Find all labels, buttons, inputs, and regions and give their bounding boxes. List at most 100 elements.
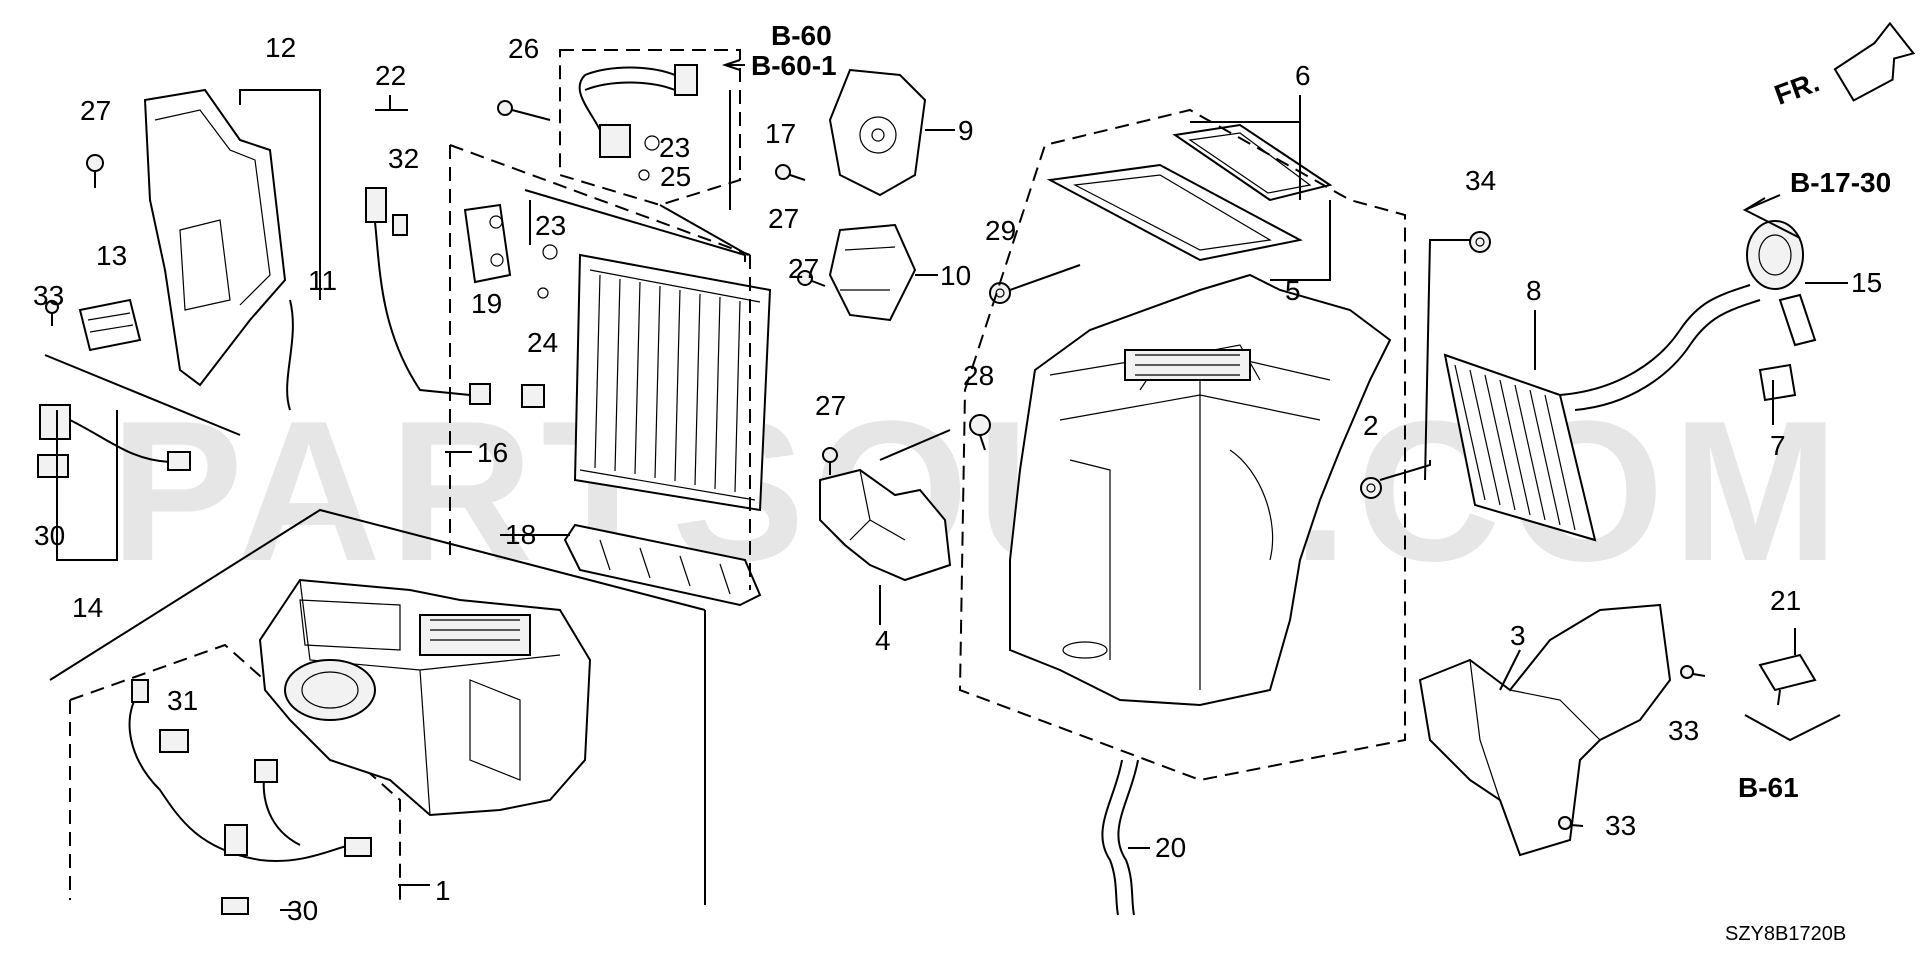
screw-27-b[interactable] xyxy=(775,164,806,181)
callout-29: 29 xyxy=(985,215,1016,246)
leader-14 xyxy=(56,410,118,561)
callout-27-b: 27 xyxy=(768,203,799,234)
callout-33-b: 33 xyxy=(1668,715,1699,746)
diagram-code: SZY8B1720B xyxy=(1725,923,1846,945)
o-ring-25[interactable] xyxy=(638,169,650,181)
callout-23-b: 23 xyxy=(659,132,690,163)
heater-dashed-box xyxy=(958,108,1406,782)
wiring-22[interactable] xyxy=(365,187,545,408)
connector-30-lower xyxy=(221,897,249,915)
connector-30-upper xyxy=(37,454,69,478)
callout-8: 8 xyxy=(1526,275,1542,306)
callout-2: 2 xyxy=(1363,410,1379,441)
clip-31 xyxy=(159,729,189,753)
expansion-valve-19[interactable] xyxy=(463,203,512,284)
callout-1: 1 xyxy=(435,875,451,906)
o-ring-23-b[interactable] xyxy=(644,135,660,151)
callout-19: 19 xyxy=(471,288,502,319)
bolt-33-c[interactable] xyxy=(1558,816,1584,830)
o-ring-24[interactable] xyxy=(537,287,549,299)
ref-b61: B-61 xyxy=(1738,772,1799,803)
callout-32: 32 xyxy=(388,143,419,174)
heater-core-8[interactable] xyxy=(1443,284,1761,542)
bolt-26[interactable] xyxy=(497,100,551,121)
seal-kit-6[interactable] xyxy=(1046,123,1333,262)
evaporator-16[interactable] xyxy=(573,253,772,512)
ref-b60-1: B-60-1 xyxy=(751,50,837,81)
pipe-assembly-17[interactable] xyxy=(578,64,698,158)
clip-32 xyxy=(392,214,408,236)
watermark: PARTSOUQ.COM xyxy=(110,380,1847,603)
callout-5: 5 xyxy=(1285,275,1301,306)
screw-27-d[interactable] xyxy=(822,447,838,475)
callout-3: 3 xyxy=(1510,620,1526,651)
callout-17: 17 xyxy=(765,118,796,149)
grommet-15[interactable] xyxy=(1746,220,1804,290)
callout-31: 31 xyxy=(167,685,198,716)
o-ring-23-a[interactable] xyxy=(542,244,558,260)
callout-6: 6 xyxy=(1295,60,1311,91)
arrow-b61 xyxy=(1744,714,1841,742)
pipe-dashed-box xyxy=(559,49,741,207)
air-mix-motor-10[interactable] xyxy=(828,223,917,322)
callout-9: 9 xyxy=(958,115,974,146)
callout-27-c: 27 xyxy=(788,253,819,284)
mode-motor-9[interactable] xyxy=(828,68,927,197)
leader-12 xyxy=(239,89,321,300)
bolt-33-b[interactable] xyxy=(1680,665,1706,679)
clamp-7[interactable] xyxy=(1758,293,1817,402)
grommet-29[interactable] xyxy=(989,282,1011,304)
callout-33-a: 33 xyxy=(33,280,64,311)
duct-3[interactable] xyxy=(1418,603,1672,857)
callout-11: 11 xyxy=(308,265,337,296)
sensor-21[interactable] xyxy=(1758,653,1817,706)
sensor-harness-14[interactable] xyxy=(37,404,191,478)
callout-27-d: 27 xyxy=(815,390,846,421)
callout-10: 10 xyxy=(940,260,971,291)
callout-4: 4 xyxy=(875,625,891,656)
callout-leaders xyxy=(280,95,1848,911)
duct-assembly-12[interactable] xyxy=(143,88,294,411)
callout-26: 26 xyxy=(508,33,539,64)
harness-dashed-box xyxy=(69,643,401,900)
filter-tray-18[interactable] xyxy=(563,523,762,607)
callout-20: 20 xyxy=(1155,832,1186,863)
blower-panel-outline xyxy=(49,508,706,681)
callout-33-c: 33 xyxy=(1605,810,1636,841)
evaporator-fins xyxy=(594,274,741,493)
callout-12: 12 xyxy=(265,32,296,63)
callout-24: 24 xyxy=(527,327,558,358)
clip-28[interactable] xyxy=(969,414,991,451)
callouts: 1 2 3 4 5 6 7 8 9 10 11 12 13 14 15 16 1… xyxy=(33,32,1882,926)
bolt-27-a[interactable] xyxy=(86,154,104,188)
front-label: FR. xyxy=(1770,66,1823,111)
ref-b60: B-60 xyxy=(771,20,832,51)
resistor-13[interactable] xyxy=(78,298,142,352)
screw-27-c[interactable] xyxy=(797,270,826,287)
callout-21: 21 xyxy=(1770,585,1801,616)
callout-13: 13 xyxy=(96,240,127,271)
heater-unit-main[interactable] xyxy=(1009,273,1392,707)
harness-assembly[interactable] xyxy=(128,679,372,915)
callout-16: 16 xyxy=(477,437,508,468)
blower-unit[interactable] xyxy=(258,578,592,817)
callout-30-a: 30 xyxy=(34,520,65,551)
bolt-33-a[interactable] xyxy=(45,300,59,326)
ref-b17-30: B-17-30 xyxy=(1790,167,1891,198)
callout-15: 15 xyxy=(1851,267,1882,298)
drain-hose-20[interactable] xyxy=(1101,759,1139,916)
callout-7: 7 xyxy=(1770,430,1786,461)
callout-14: 14 xyxy=(72,592,103,623)
callout-27-a: 27 xyxy=(80,95,111,126)
grommet-2[interactable] xyxy=(1360,477,1382,499)
callout-22: 22 xyxy=(375,60,406,91)
duct-4[interactable] xyxy=(819,468,952,582)
front-direction-arrow: FR. xyxy=(1770,21,1916,111)
nut-34[interactable] xyxy=(1469,231,1491,253)
callout-25: 25 xyxy=(660,161,691,192)
evaporator-bracket xyxy=(449,144,751,590)
callout-34: 34 xyxy=(1465,165,1496,196)
callout-28: 28 xyxy=(963,360,994,391)
